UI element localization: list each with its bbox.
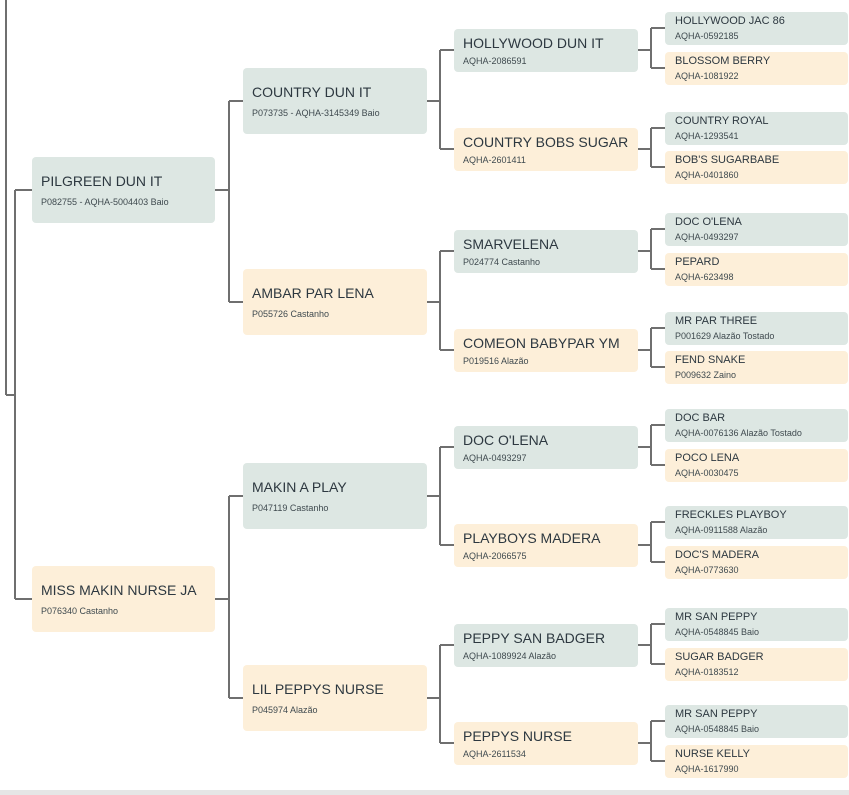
horse-registration: AQHA-2086591 (463, 55, 527, 66)
sire-node[interactable]: HOLLYWOOD DUN IT AQHA-2086591 (454, 29, 638, 72)
horse-name: MR PAR THREE (675, 315, 758, 328)
horse-registration: P047119 Castanho (252, 502, 329, 513)
horse-registration: P009632 Zaino (675, 369, 737, 380)
sire-node[interactable]: SMARVELENA P024774 Castanho (454, 230, 638, 273)
horse-registration: AQHA-0493297 (675, 231, 739, 242)
horse-name: MAKIN A PLAY (252, 478, 347, 495)
horse-registration: P045974 Alazão (252, 704, 318, 715)
horse-registration: P055726 Castanho (252, 308, 330, 319)
horse-name: PLAYBOYS MADERA (463, 529, 601, 546)
sire-node[interactable]: HOLLYWOOD JAC 86 AQHA-0592185 (665, 12, 848, 45)
horse-registration: AQHA-0076136 Alazão Tostado (675, 427, 802, 438)
sire-node[interactable]: DOC BAR AQHA-0076136 Alazão Tostado (665, 409, 848, 442)
sire-node[interactable]: DOC O'LENA AQHA-0493297 (454, 426, 638, 469)
sire-node[interactable]: MR PAR THREE P001629 Alazão Tostado (665, 312, 848, 345)
horse-name: FRECKLES PLAYBOY (675, 509, 787, 522)
horse-name: HOLLYWOOD DUN IT (463, 34, 604, 51)
horse-name: HOLLYWOOD JAC 86 (675, 15, 785, 28)
horse-registration: AQHA-0401860 (675, 169, 739, 180)
sire-node[interactable]: COUNTRY DUN IT P073735 - AQHA-3145349 Ba… (243, 68, 427, 134)
horse-name: LIL PEPPYS NURSE (252, 680, 384, 697)
sire-node[interactable]: FRECKLES PLAYBOY AQHA-0911588 Alazão (665, 506, 848, 539)
horse-registration: P024774 Castanho (463, 256, 541, 267)
horse-name: PEPPYS NURSE (463, 727, 572, 744)
sire-node[interactable]: MR SAN PEPPY AQHA-0548845 Baio (665, 608, 848, 641)
horse-name: DOC O'LENA (463, 431, 549, 448)
dam-node[interactable]: BLOSSOM BERRY AQHA-1081922 (665, 52, 848, 85)
horse-name: COUNTRY ROYAL (675, 115, 769, 128)
horse-name: DOC BAR (675, 412, 726, 425)
horse-name: BOB'S SUGARBABE (675, 154, 780, 167)
horse-name: MR SAN PEPPY (675, 708, 758, 721)
horse-registration: P082755 - AQHA-5004403 Baio (41, 196, 169, 207)
horse-registration: P019516 Alazão (463, 355, 529, 366)
horse-registration: P001629 Alazão Tostado (675, 330, 775, 341)
sire-node[interactable]: PILGREEN DUN IT P082755 - AQHA-5004403 B… (32, 157, 215, 223)
horse-registration: AQHA-0911588 Alazão (675, 524, 768, 535)
horse-name: PEPARD (675, 256, 720, 269)
dam-node[interactable]: FEND SNAKE P009632 Zaino (665, 351, 848, 384)
horse-registration: AQHA-2611534 (463, 748, 526, 759)
sire-node[interactable]: PEPPY SAN BADGER AQHA-1089924 Alazão (454, 624, 638, 667)
dam-node[interactable]: COUNTRY BOBS SUGAR AQHA-2601411 (454, 128, 638, 171)
horse-registration: AQHA-0030475 (675, 467, 739, 478)
sire-node[interactable]: MR SAN PEPPY AQHA-0548845 Baio (665, 705, 848, 738)
horse-name: SUGAR BADGER (675, 651, 764, 664)
horse-name: MISS MAKIN NURSE JA (41, 581, 197, 598)
dam-node[interactable]: AMBAR PAR LENA P055726 Castanho (243, 269, 427, 335)
horse-registration: AQHA-1293541 (675, 130, 739, 141)
dam-node[interactable]: POCO LENA AQHA-0030475 (665, 449, 848, 482)
horse-name: BLOSSOM BERRY (675, 55, 771, 68)
horizontal-scrollbar[interactable] (0, 790, 849, 795)
horse-registration: P076340 Castanho (41, 605, 119, 616)
dam-node[interactable]: PEPARD AQHA-623498 (665, 253, 848, 286)
horse-name: AMBAR PAR LENA (252, 284, 374, 301)
horse-registration: AQHA-1081922 (675, 70, 739, 81)
horse-registration: P073735 - AQHA-3145349 Baio (252, 107, 380, 118)
horse-name: DOC O'LENA (675, 216, 742, 229)
horse-name: COUNTRY BOBS SUGAR (463, 133, 629, 150)
horse-registration: AQHA-623498 (675, 271, 734, 282)
horse-name: COUNTRY DUN IT (252, 83, 372, 100)
sire-node[interactable]: COUNTRY ROYAL AQHA-1293541 (665, 112, 848, 145)
horse-name: POCO LENA (675, 452, 740, 465)
horse-registration: AQHA-1089924 Alazão (463, 650, 557, 661)
horse-registration: AQHA-0183512 (675, 666, 739, 677)
dam-node[interactable]: COMEON BABYPAR YM P019516 Alazão (454, 329, 638, 372)
horse-name: PEPPY SAN BADGER (463, 629, 606, 646)
horse-name: FEND SNAKE (675, 354, 746, 367)
horse-name: SMARVELENA (463, 235, 559, 252)
dam-node[interactable]: BOB'S SUGARBABE AQHA-0401860 (665, 151, 848, 184)
dam-node[interactable]: LIL PEPPYS NURSE P045974 Alazão (243, 665, 427, 731)
sire-node[interactable]: MAKIN A PLAY P047119 Castanho (243, 463, 427, 529)
dam-node[interactable]: PLAYBOYS MADERA AQHA-2066575 (454, 524, 638, 567)
horse-registration: AQHA-2601411 (463, 154, 526, 165)
horse-name: MR SAN PEPPY (675, 611, 758, 624)
dam-node[interactable]: NURSE KELLY AQHA-1617990 (665, 745, 848, 778)
horse-registration: AQHA-0773630 (675, 564, 739, 575)
horse-registration: AQHA-1617990 (675, 763, 739, 774)
horse-registration: AQHA-0592185 (675, 30, 739, 41)
horse-registration: AQHA-0493297 (463, 452, 527, 463)
dam-node[interactable]: PEPPYS NURSE AQHA-2611534 (454, 722, 638, 765)
horse-registration: AQHA-0548845 Baio (675, 626, 760, 637)
dam-node[interactable]: SUGAR BADGER AQHA-0183512 (665, 648, 848, 681)
horse-name: PILGREEN DUN IT (41, 172, 163, 189)
horse-name: COMEON BABYPAR YM (463, 334, 620, 351)
horse-name: DOC'S MADERA (675, 549, 759, 562)
horse-registration: AQHA-0548845 Baio (675, 723, 760, 734)
sire-node[interactable]: DOC O'LENA AQHA-0493297 (665, 213, 848, 246)
horse-registration: AQHA-2066575 (463, 550, 527, 561)
horse-name: NURSE KELLY (675, 748, 750, 761)
dam-node[interactable]: MISS MAKIN NURSE JA P076340 Castanho (32, 566, 215, 632)
dam-node[interactable]: DOC'S MADERA AQHA-0773630 (665, 546, 848, 579)
